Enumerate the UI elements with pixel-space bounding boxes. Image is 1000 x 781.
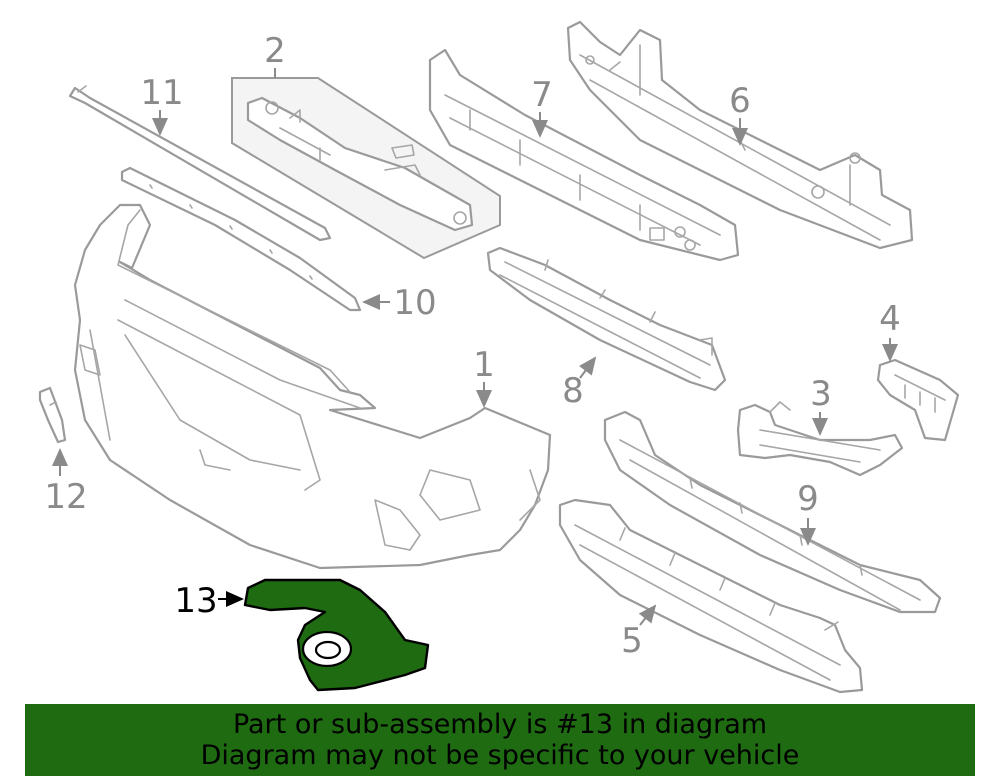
part-11-rod xyxy=(68,85,332,242)
part-10-strip xyxy=(120,166,362,312)
callout-10: 10 xyxy=(393,283,436,323)
callout-13: 13 xyxy=(174,581,217,621)
info-banner: Part or sub-assembly is #13 in diagram D… xyxy=(25,704,975,776)
part-5-reinforcement xyxy=(558,498,864,694)
part-3-bracket xyxy=(736,401,904,477)
callout-11: 11 xyxy=(140,73,183,113)
callout-1: 1 xyxy=(473,345,495,385)
part-8-absorber xyxy=(486,246,727,392)
callout-5: 5 xyxy=(621,621,643,661)
callout-12: 12 xyxy=(44,477,87,517)
part-4-bracket xyxy=(876,358,960,442)
callout-8: 8 xyxy=(562,371,584,411)
banner-line-2: Diagram may not be specific to your vehi… xyxy=(200,740,800,771)
part-7-beam xyxy=(428,48,740,262)
parts-diagram: 2 11 7 6 10 1 8 4 3 9 5 12 13 xyxy=(38,20,960,694)
callout-7: 7 xyxy=(531,75,553,115)
callout-2: 2 xyxy=(264,31,286,71)
part-13-highlighted xyxy=(243,578,430,692)
leader-lines xyxy=(52,68,898,626)
callout-9: 9 xyxy=(797,479,819,519)
part-1-bumper xyxy=(73,203,552,570)
callout-3: 3 xyxy=(810,374,832,414)
callout-6: 6 xyxy=(729,81,751,121)
part-2-panel xyxy=(231,77,501,260)
part-12-clip xyxy=(38,386,67,444)
part-9-absorber xyxy=(603,410,942,614)
banner-line-1: Part or sub-assembly is #13 in diagram xyxy=(232,709,768,740)
callout-4: 4 xyxy=(879,299,901,339)
